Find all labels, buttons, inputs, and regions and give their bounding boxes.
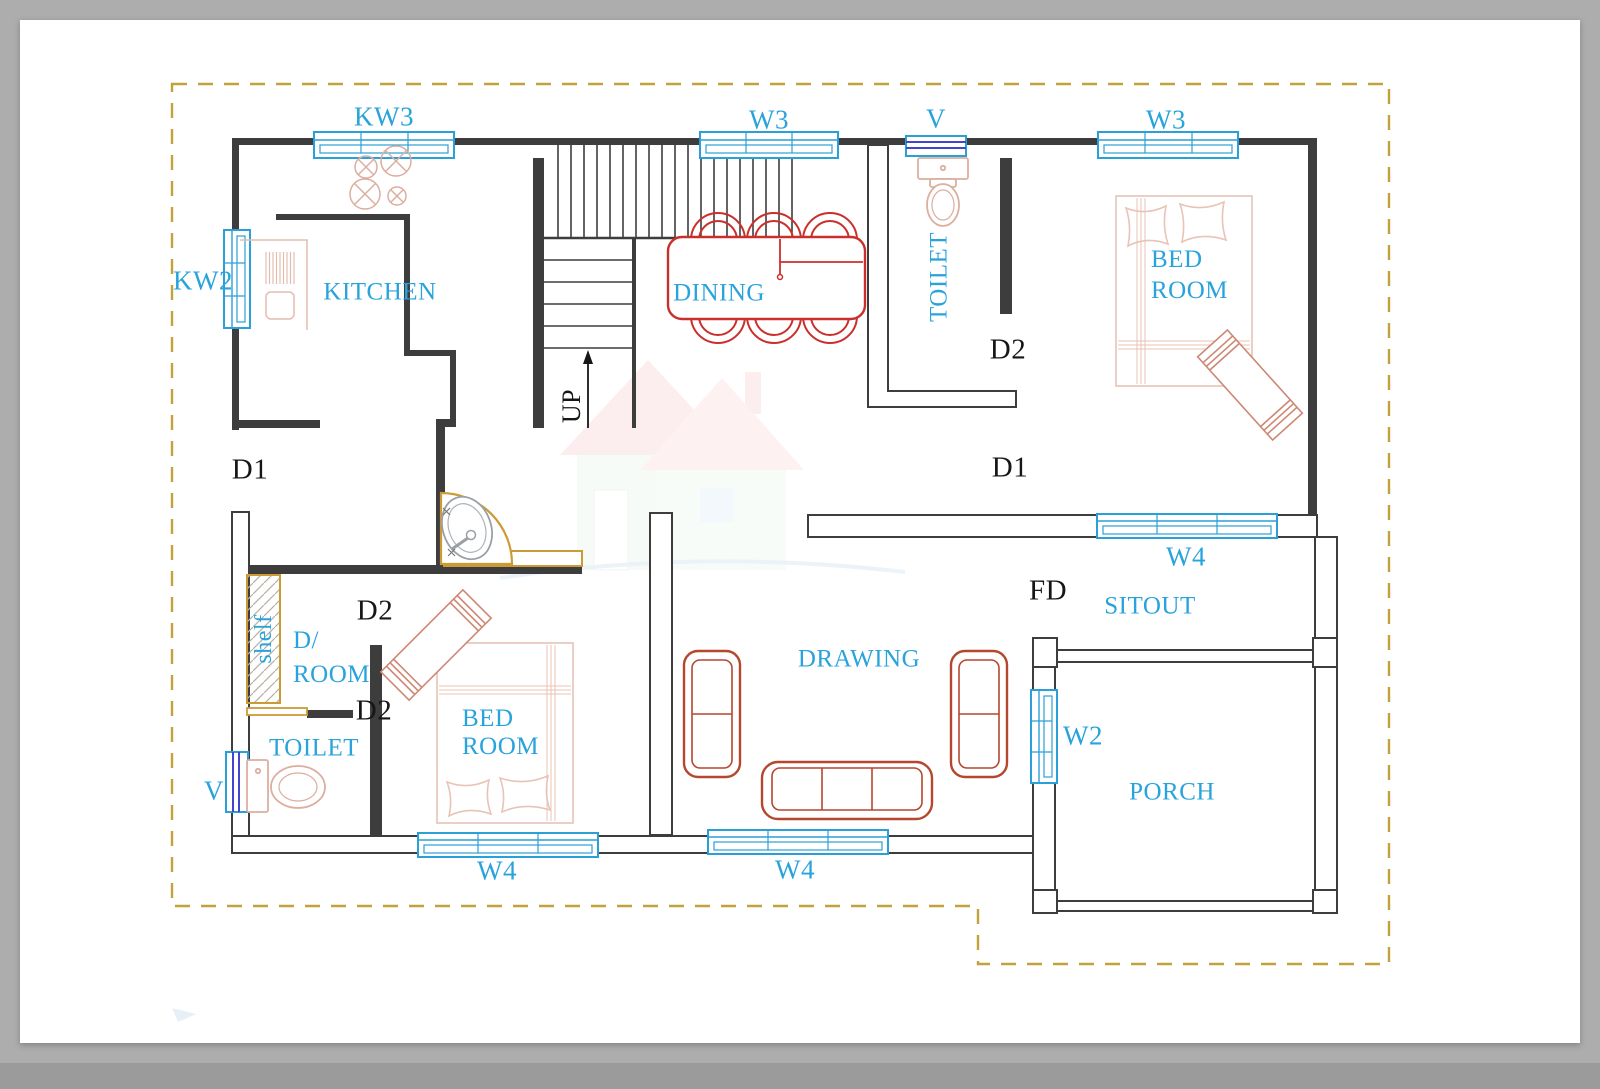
up-arrow-icon [583, 350, 593, 428]
corner-artifact [172, 1008, 196, 1022]
window-w2 [1030, 689, 1058, 784]
window-w4-right [1096, 513, 1278, 539]
windows [223, 131, 1278, 858]
window-w3-top [699, 131, 839, 159]
room-label-drawing: DRAWING [797, 645, 921, 673]
room-label-bedroom-lower-line2: ROOM [462, 733, 540, 760]
window-w4-bottom-left [417, 832, 599, 858]
ventilator-label-v-lower: V [204, 775, 224, 806]
window-label-w3-right: W3 [1146, 104, 1186, 135]
room-label-sitout: SITOUT [1104, 592, 1196, 620]
stair-label-up: UP [557, 388, 586, 424]
room-label-bedroom-upper: BED ROOM [1151, 244, 1228, 306]
room-label-dining: DINING [673, 279, 765, 307]
window-kw2 [223, 229, 251, 329]
washbasin [439, 491, 583, 567]
room-label-bedroom-lower: BED ROOM [462, 705, 539, 761]
room-label-droom-line2: ROOM [293, 661, 371, 688]
window-label-w4-right: W4 [1166, 541, 1206, 572]
door-label-d2-upper: D2 [989, 333, 1027, 366]
window-label-w4-bottom-mid: W4 [775, 854, 815, 885]
side-table-upper [1196, 328, 1304, 442]
window-kw3 [313, 131, 455, 159]
dining-set [666, 212, 867, 344]
room-label-droom-line1: D/ [293, 627, 319, 654]
ventilator-v-lower [225, 751, 249, 813]
sofa-set [682, 649, 1009, 821]
door-label-fd: FD [1028, 574, 1068, 607]
room-label-porch: PORCH [1129, 778, 1215, 806]
room-label-bedroom-upper-line1: BED [1151, 246, 1203, 273]
room-label-toilet-lower: TOILET [268, 734, 360, 762]
door-label-d2-mid: D2 [356, 594, 394, 627]
door-label-d1-left: D1 [231, 453, 269, 486]
ventilator-label-v-top: V [926, 103, 946, 134]
window-w3-right [1097, 131, 1239, 159]
dresser-lower [379, 588, 493, 702]
room-label-bedroom-upper-line2: ROOM [1151, 277, 1229, 304]
room-label-kitchen: KITCHEN [323, 278, 437, 306]
room-label-bedroom-lower-line1: BED [462, 705, 514, 732]
house-logo-watermark [499, 360, 906, 580]
site-boundary [170, 82, 1391, 966]
window-label-w4-bottom-left: W4 [477, 855, 517, 886]
toilet-fixture-lower [246, 759, 326, 813]
staircase [533, 145, 793, 349]
toilet-fixture-upper [917, 157, 969, 227]
window-label-w2: W2 [1063, 720, 1103, 751]
shelf-label: shelf [251, 614, 277, 664]
kitchen-counter [240, 239, 308, 330]
window-w4-bottom-mid [707, 829, 889, 855]
door-label-d2-lower: D2 [355, 694, 393, 727]
ventilator-v-top [905, 135, 967, 157]
window-label-w3-top: W3 [749, 104, 789, 135]
door-label-d1-right: D1 [991, 451, 1029, 484]
bed-lower [436, 642, 574, 824]
shelf-hatch [246, 574, 308, 716]
room-label-droom: D/ ROOM [293, 624, 370, 692]
window-label-kw2: KW2 [173, 265, 233, 296]
room-label-toilet-upper: TOILET [925, 231, 953, 323]
window-label-kw3: KW3 [354, 101, 414, 132]
stove-burners [349, 145, 412, 210]
